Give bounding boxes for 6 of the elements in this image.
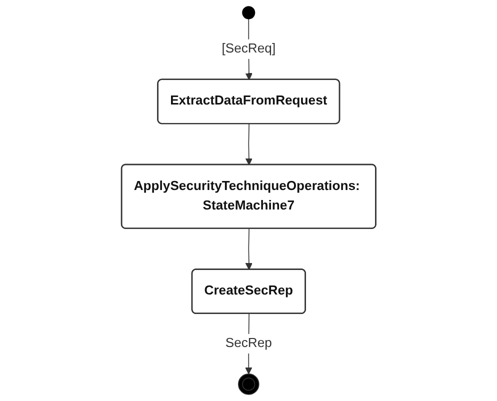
- edge-label: [SecReq]: [222, 42, 276, 56]
- node-bullseye: [238, 374, 260, 395]
- edge-label: SecRep: [225, 336, 272, 350]
- arrow: [245, 124, 252, 166]
- node-circle: [242, 6, 256, 20]
- arrow: [245, 228, 252, 270]
